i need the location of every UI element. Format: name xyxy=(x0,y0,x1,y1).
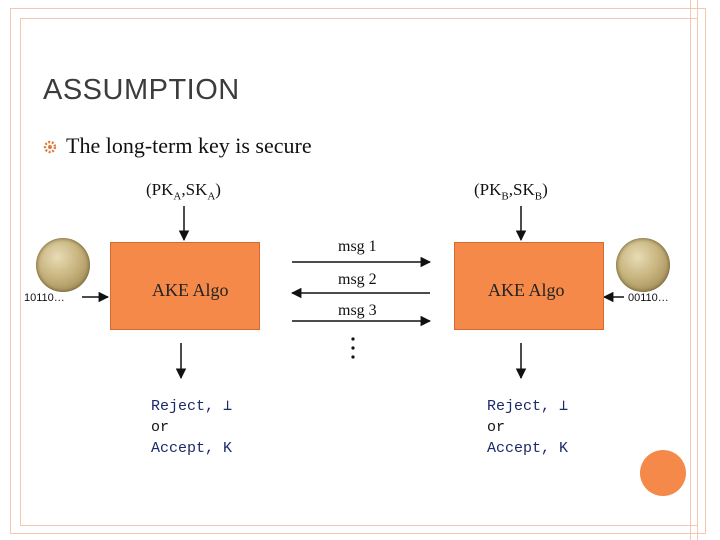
coin-icon xyxy=(36,238,90,292)
message-label: msg 2 xyxy=(338,271,377,288)
vertical-ellipsis-icon xyxy=(351,337,355,359)
message-label: msg 3 xyxy=(338,302,377,319)
slide-frame-inner xyxy=(20,18,698,526)
party-a-key-label: (PKA,SKA) xyxy=(146,180,221,203)
ake-box-a xyxy=(110,242,260,330)
coin-bits-b: 00110… xyxy=(628,292,669,304)
result-b-reject: Reject, ⊥ xyxy=(487,398,569,415)
slide-title: ASSUMPTION xyxy=(43,74,240,106)
decor-orange-dot xyxy=(640,450,686,496)
gear-bullet-icon xyxy=(43,140,57,154)
result-a-or: or xyxy=(151,419,170,436)
result-a: Reject, ⊥ or Accept, K xyxy=(151,396,232,459)
coin-icon xyxy=(616,238,670,292)
slide-frame-outer xyxy=(10,8,706,534)
result-a-accept: Accept, K xyxy=(151,440,233,457)
result-b-accept: Accept, K xyxy=(487,440,569,457)
ake-box-b xyxy=(454,242,604,330)
decor-line-left xyxy=(690,0,691,540)
party-b-key-label: (PKB,SKB) xyxy=(474,180,548,203)
ake-box-a-label: AKE Algo xyxy=(152,280,229,300)
result-b: Reject, ⊥ or Accept, K xyxy=(487,396,568,459)
coin-bits-a: 10110… xyxy=(24,292,65,304)
result-a-reject: Reject, ⊥ xyxy=(151,398,233,415)
result-b-or: or xyxy=(487,419,506,436)
message-label: msg 1 xyxy=(338,238,377,255)
ake-box-b-label: AKE Algo xyxy=(488,280,565,300)
bullet-text: The long-term key is secure xyxy=(66,133,312,158)
